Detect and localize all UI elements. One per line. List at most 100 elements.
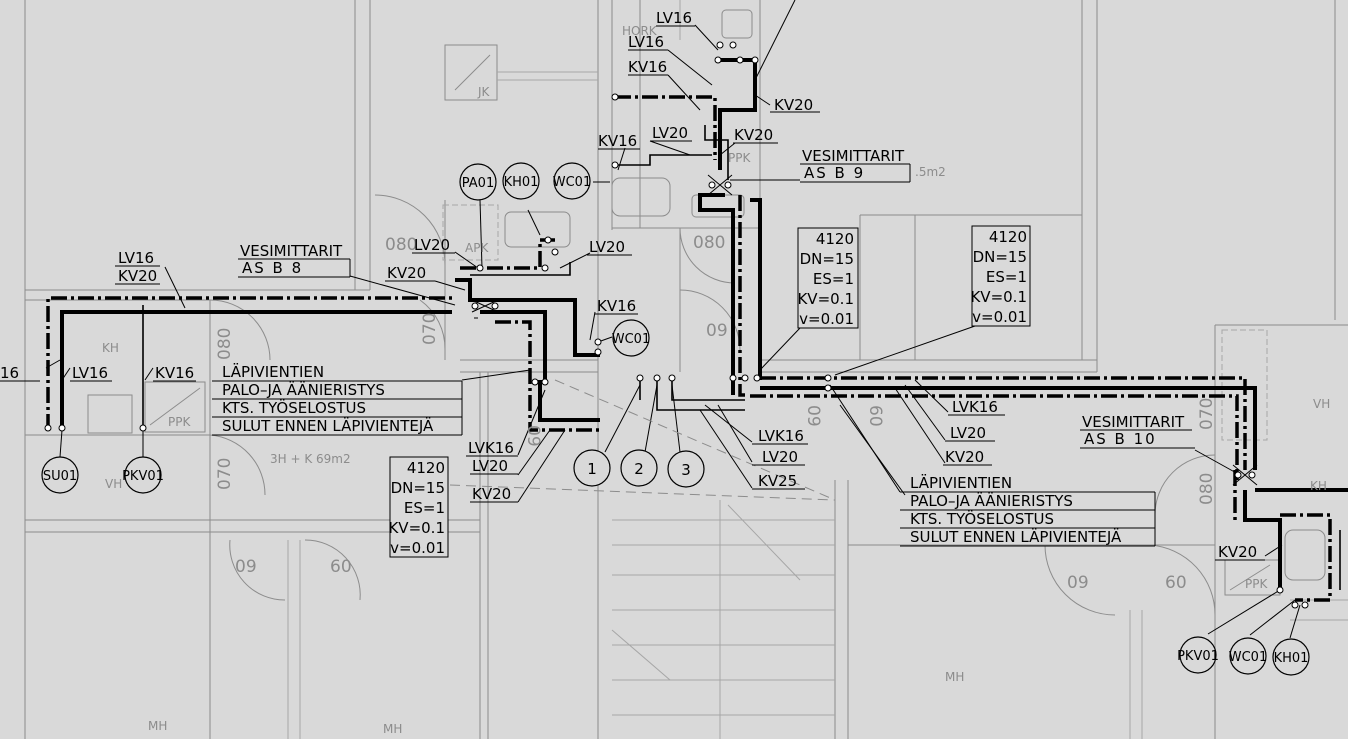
room-mark: JK	[477, 85, 491, 99]
door-mark: 070	[215, 458, 235, 490]
pipe-label: LV20	[414, 236, 450, 254]
room-mark: MH	[383, 722, 402, 736]
valve-spec-left: 4120 DN=15 ES=1 KV=0.1 v=0.01	[388, 456, 449, 558]
svg-text:AS B 9: AS B 9	[804, 164, 865, 182]
svg-text:PALO–JA ÄÄNIERISTYS: PALO–JA ÄÄNIERISTYS	[910, 491, 1073, 510]
door-mark: 070	[1197, 398, 1217, 430]
valve-spec-right: 4120 DN=15 ES=1 KV=0.1 v=0.01	[970, 225, 1031, 327]
fixture-pa01: PA01	[459, 163, 497, 201]
svg-text:v=0.01: v=0.01	[799, 310, 854, 328]
svg-text:KV=0.1: KV=0.1	[797, 290, 854, 308]
note-block-right: LÄPIVIENTIEN PALO–JA ÄÄNIERISTYS KTS. TY…	[900, 473, 1156, 547]
pipe-label: KV16	[597, 297, 636, 315]
door-mark: 080	[693, 233, 725, 253]
svg-text:1: 1	[587, 460, 597, 478]
fixture-pkv01-b: PKV01	[1177, 636, 1219, 674]
room-mark: KH	[1310, 479, 1327, 493]
svg-text:KH01: KH01	[1274, 651, 1309, 666]
piping-layer	[46, 58, 1348, 602]
room-mark: PPK	[1245, 577, 1268, 591]
svg-text:KV=0.1: KV=0.1	[970, 288, 1027, 306]
meter-symbol-b8	[471, 299, 499, 319]
pipe-label: KV16	[155, 364, 194, 382]
riser-2: 2	[620, 449, 658, 487]
door-mark: 09	[523, 425, 543, 447]
pipe-label: LVK16	[468, 439, 514, 457]
door-mark: 60	[865, 405, 885, 427]
fixture-pkv01-a: PKV01	[122, 456, 164, 494]
riser-1: 1	[573, 449, 611, 487]
door-mark: 080	[385, 235, 417, 255]
pipe-label: LV16	[118, 249, 154, 267]
room-mark: MH	[148, 719, 167, 733]
pipe-label: KV20	[118, 267, 157, 285]
valve-spec-center: 4120 DN=15 ES=1 KV=0.1 v=0.01	[797, 227, 859, 329]
room-mark: .5m2	[915, 165, 946, 179]
pipe-label: LV16	[628, 33, 664, 51]
svg-text:PA01: PA01	[462, 176, 494, 191]
pipe-label: LV20	[472, 457, 508, 475]
svg-text:4120: 4120	[816, 230, 854, 248]
svg-text:VESIMITTARIT: VESIMITTARIT	[240, 242, 343, 260]
pipe-label: KV20	[734, 126, 773, 144]
svg-text:KV=0.1: KV=0.1	[388, 519, 445, 537]
door-mark: 09	[235, 557, 257, 577]
riser-3: 3	[667, 450, 705, 488]
pipe-label: 16	[0, 364, 19, 382]
door-mark: 60	[330, 557, 352, 577]
fixture-wc01-b: WC01	[612, 319, 650, 357]
room-marks: JK HORK PPK APK KH PPK VH 3H + K 69m2 VH…	[102, 24, 1330, 736]
pipe-label: KV20	[1218, 543, 1257, 561]
svg-text:KH01: KH01	[504, 175, 539, 190]
fixture-wc01-c: WC01	[1229, 637, 1267, 675]
pipe-label: KV20	[945, 448, 984, 466]
meter-title-b8: VESIMITTARIT AS B 8	[238, 242, 351, 278]
room-mark: KH	[102, 341, 119, 355]
room-mark: PPK	[728, 151, 751, 165]
door-mark: 080	[215, 328, 235, 360]
pipe-label: LV20	[950, 424, 986, 442]
note-block-left: LÄPIVIENTIEN PALO–JA ÄÄNIERISTYS KTS. TY…	[212, 362, 463, 436]
svg-text:KTS. TYÖSELOSTUS: KTS. TYÖSELOSTUS	[222, 398, 366, 417]
fixture-wc01-a: WC01	[553, 162, 591, 200]
svg-text:v=0.01: v=0.01	[972, 308, 1027, 326]
pipe-label: KV20	[774, 96, 813, 114]
svg-text:LÄPIVIENTIEN: LÄPIVIENTIEN	[910, 473, 1012, 492]
architecture-layer	[24, 0, 1348, 739]
pipe-label: KV16	[628, 58, 667, 76]
fixture-kh01-a: KH01	[502, 162, 540, 200]
fixture-su01: SU01	[41, 456, 79, 494]
fixture-kh01-b: KH01	[1272, 638, 1310, 676]
svg-text:ES=1: ES=1	[404, 499, 445, 517]
riser-markers: 1 2 3	[573, 449, 705, 488]
svg-text:VESIMITTARIT: VESIMITTARIT	[802, 147, 905, 165]
svg-text:v=0.01: v=0.01	[390, 539, 445, 557]
svg-text:ES=1: ES=1	[986, 268, 1027, 286]
door-mark: 60	[1165, 573, 1187, 593]
svg-text:AS B 8: AS B 8	[242, 259, 303, 277]
pipe-label: LV16	[72, 364, 108, 382]
room-mark: HORK	[622, 24, 658, 38]
fixture-bubbles: PA01 KH01 WC01 WC01 SU01 PKV01 PKV01 WC	[41, 162, 1310, 676]
valve-spec-boxes: 4120 DN=15 ES=1 KV=0.1 v=0.01 4120 DN=15…	[388, 225, 1031, 558]
room-mark: PPK	[168, 415, 191, 429]
svg-text:SULUT ENNEN LÄPIVIENTEJÄ: SULUT ENNEN LÄPIVIENTEJÄ	[910, 527, 1122, 546]
pipe-label: KV20	[472, 485, 511, 503]
svg-text:DN=15: DN=15	[973, 248, 1027, 266]
pipe-label: LV20	[762, 448, 798, 466]
svg-text:KTS. TYÖSELOSTUS: KTS. TYÖSELOSTUS	[910, 509, 1054, 528]
svg-text:3: 3	[681, 461, 691, 479]
note-blocks: LÄPIVIENTIEN PALO–JA ÄÄNIERISTYS KTS. TY…	[212, 362, 1156, 547]
svg-text:AS B 10: AS B 10	[1084, 430, 1157, 448]
valve-nodes	[44, 41, 1309, 609]
meter-symbol-b10	[1232, 464, 1258, 486]
svg-text:WC01: WC01	[612, 332, 650, 347]
svg-text:4120: 4120	[407, 459, 445, 477]
pipe-labels: LV16 LV16 KV16 KV20 KV16 LV20 KV20 LV16 …	[0, 9, 1265, 561]
svg-text:DN=15: DN=15	[391, 479, 445, 497]
svg-text:VESIMITTARIT: VESIMITTARIT	[1082, 413, 1185, 431]
svg-text:WC01: WC01	[553, 175, 591, 190]
svg-text:WC01: WC01	[1229, 650, 1267, 665]
door-mark: 080	[1197, 473, 1217, 505]
